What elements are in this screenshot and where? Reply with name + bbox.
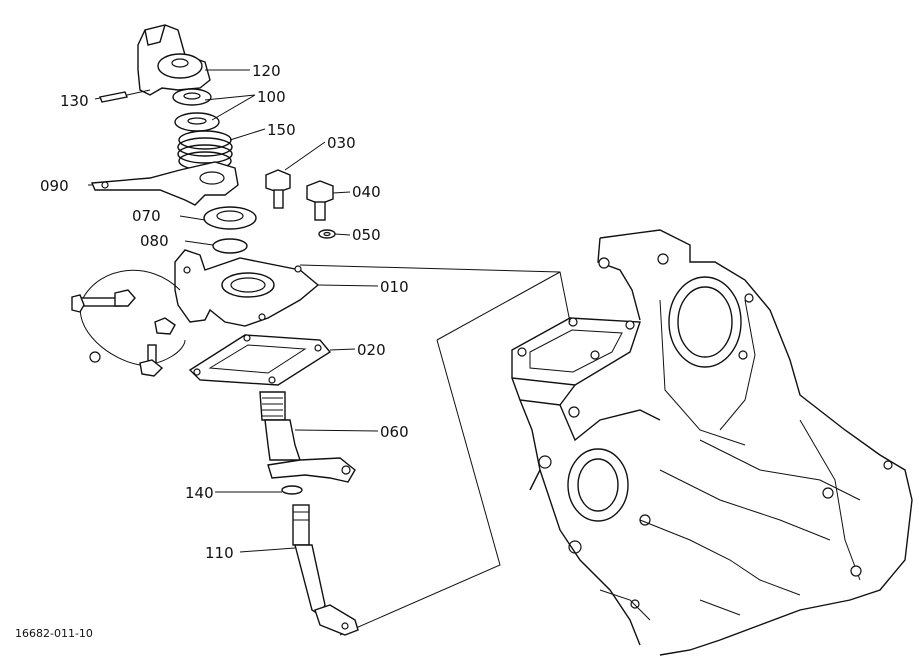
- part-110-shaft: [292, 504, 359, 636]
- label-030: 030: [327, 134, 356, 152]
- gear-case-housing: [511, 229, 913, 656]
- assembly-guide-lines: [299, 264, 571, 636]
- label-130: 130: [60, 92, 89, 110]
- label-110: 110: [205, 544, 234, 562]
- label-100: 100: [257, 88, 286, 106]
- label-080: 080: [140, 232, 169, 250]
- part-090-lever: [90, 161, 239, 206]
- label-140: 140: [185, 484, 214, 502]
- part-140-o-ring: [281, 485, 303, 495]
- part-020-gasket: [188, 334, 332, 386]
- diagram-code: 16682-011-10: [15, 627, 93, 640]
- part-130-pin: [99, 89, 151, 103]
- part-040-bolt: [306, 180, 334, 221]
- part-080-o-ring: [212, 238, 248, 254]
- label-120: 120: [252, 62, 281, 80]
- part-030-bolt: [265, 169, 291, 209]
- part-060-shaft: [259, 391, 356, 483]
- part-100-washers: [172, 88, 220, 132]
- label-150: 150: [267, 121, 296, 139]
- label-060: 060: [380, 423, 409, 441]
- label-070: 070: [132, 207, 161, 225]
- side-bolt-assembly: [71, 269, 186, 377]
- label-090: 090: [40, 177, 69, 195]
- label-040: 040: [352, 183, 381, 201]
- label-010: 010: [380, 278, 409, 296]
- leader-lines: [88, 69, 379, 553]
- label-020: 020: [357, 341, 386, 359]
- part-070-seal: [203, 206, 257, 230]
- label-050: 050: [352, 226, 381, 244]
- part-010-housing: [174, 249, 320, 327]
- part-050-washer: [318, 229, 336, 239]
- part-120-lever-head: [137, 24, 211, 96]
